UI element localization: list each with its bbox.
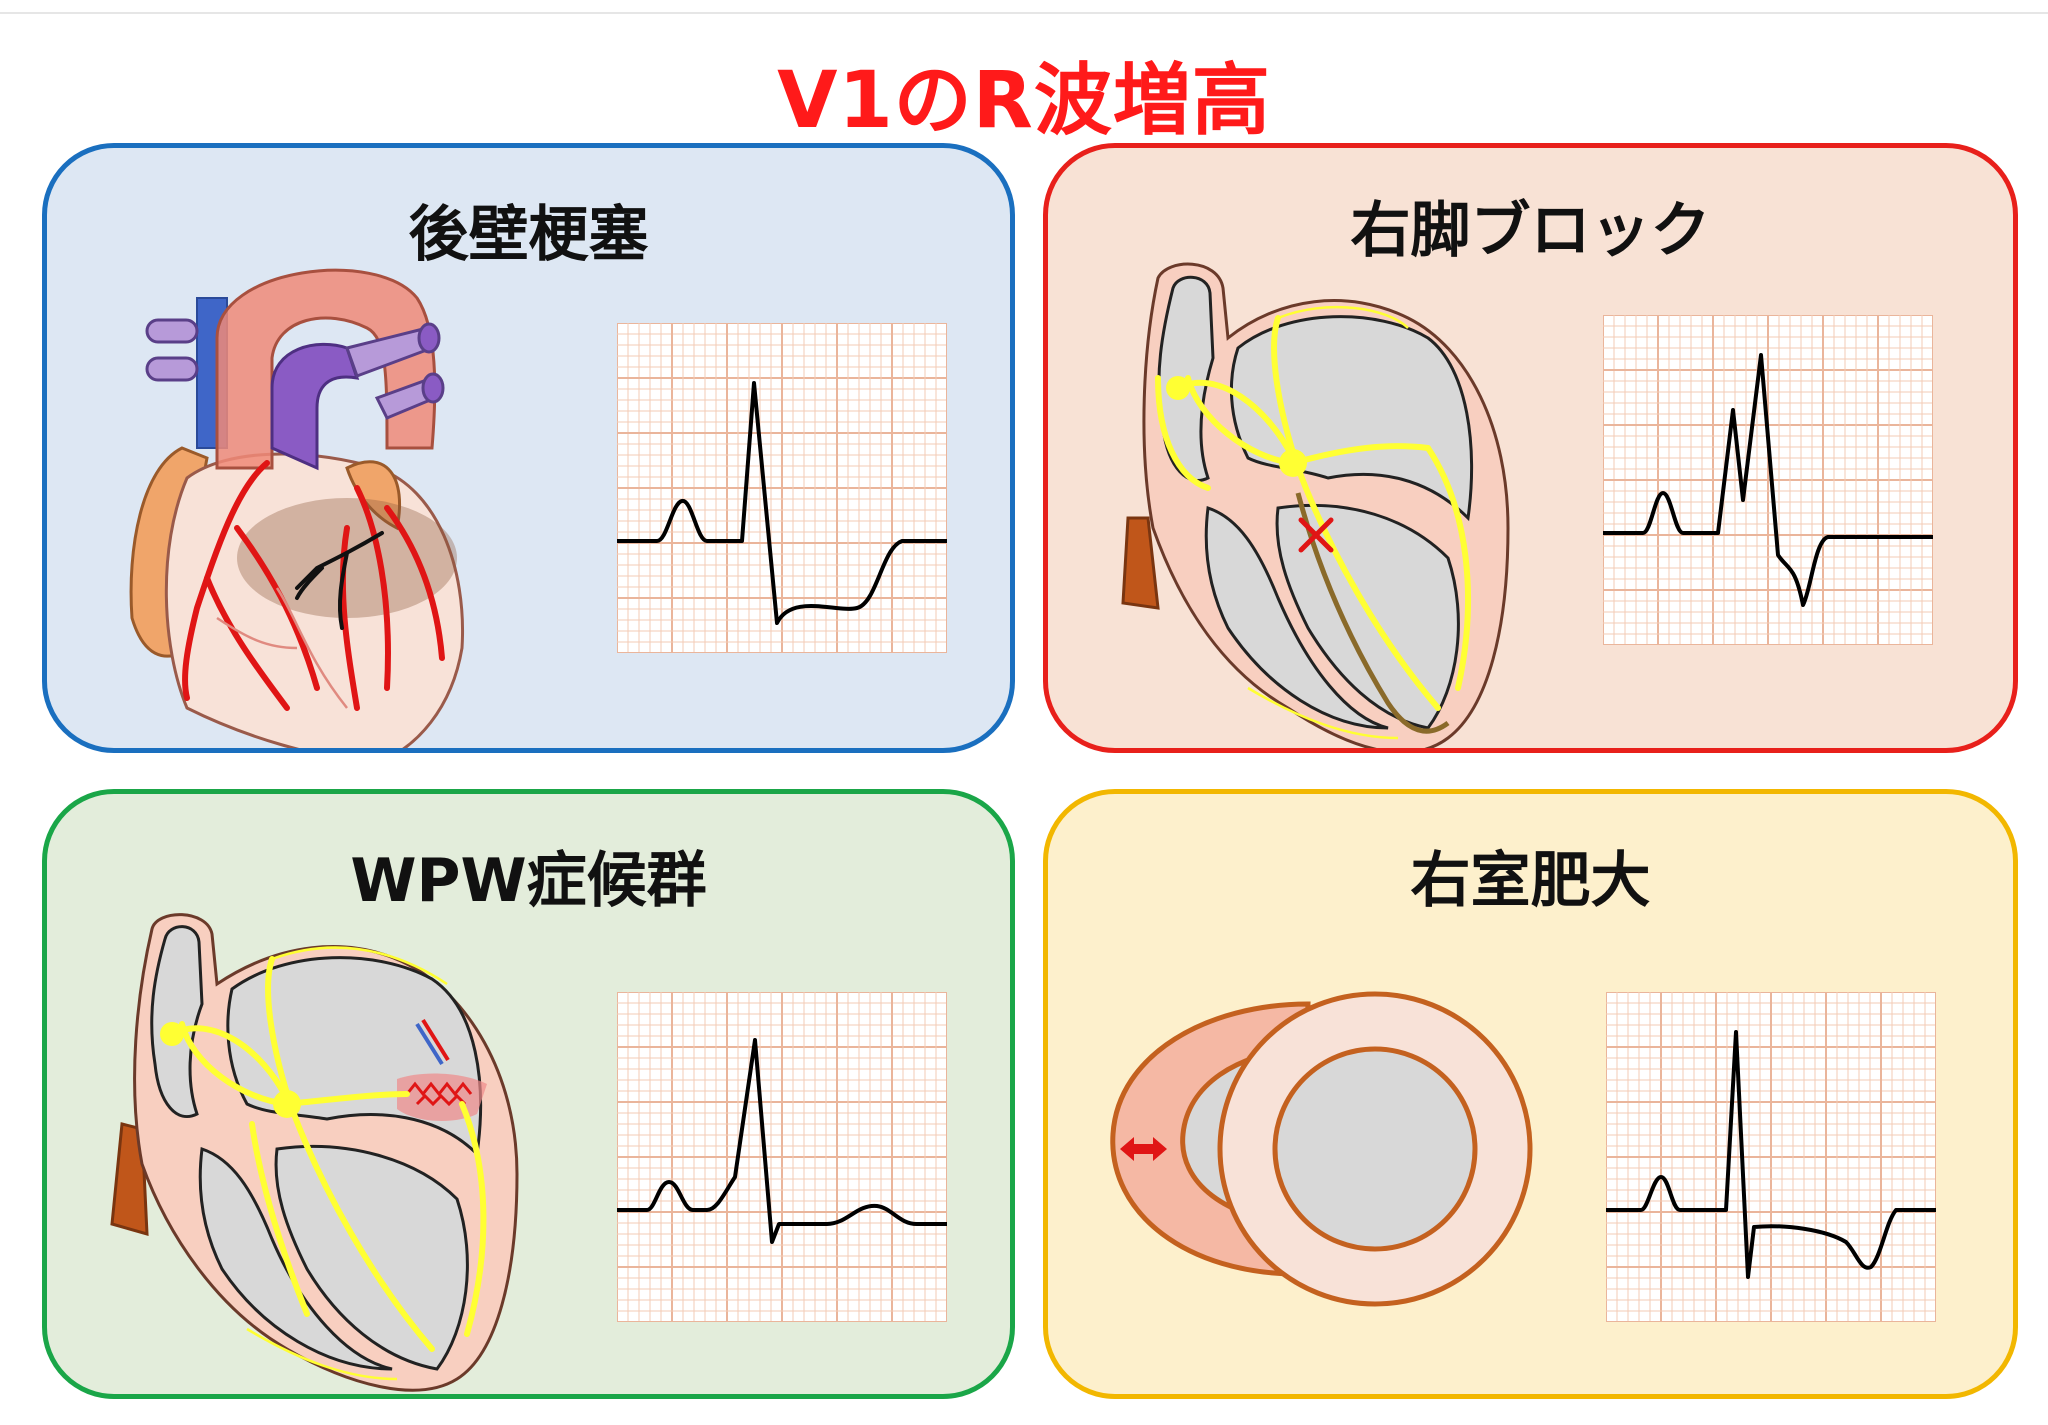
panel-title-wpw: WPW症候群 xyxy=(350,846,707,916)
top-divider xyxy=(0,12,2048,14)
ecg-trace xyxy=(1606,1030,1936,1279)
ecg-trace xyxy=(617,1038,947,1244)
ecg-strip-rbbb xyxy=(1603,315,1933,645)
ecg-strip-posterior-mi xyxy=(617,323,947,653)
ecg-trace xyxy=(617,381,947,625)
ecg-trace xyxy=(1603,353,1933,607)
panel-rvh: 右室肥大 xyxy=(1043,789,2018,1399)
heart-accessory-pathway-illustration xyxy=(110,913,519,1392)
panel-wpw: WPW症候群 xyxy=(42,789,1015,1399)
ecg-strip-wpw xyxy=(617,992,947,1322)
panel-rbbb: 右脚ブロック xyxy=(1043,143,2018,753)
heart-conduction-illustration xyxy=(1121,262,1510,748)
ecg-strip-rvh xyxy=(1606,992,1936,1322)
ventricle-cross-section-illustration xyxy=(1110,991,1533,1307)
panel-title-rvh: 右室肥大 xyxy=(1410,846,1651,916)
panel-title-rbbb: 右脚ブロック xyxy=(1350,196,1711,266)
panel-title-posterior-mi: 後壁梗塞 xyxy=(408,200,649,270)
main-title: V1のR波増高 xyxy=(777,56,1271,146)
heart-anterior-illustration xyxy=(129,268,465,748)
panel-posterior-mi: 後壁梗塞 xyxy=(42,143,1015,753)
